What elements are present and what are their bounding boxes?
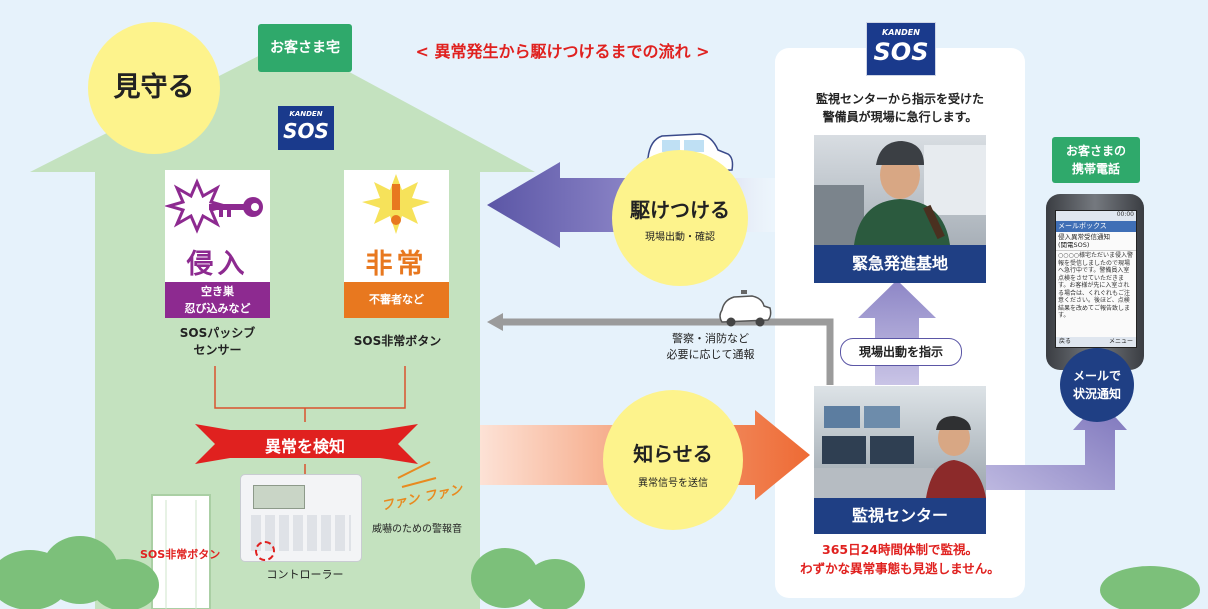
- police-note-line2: 必要に応じて通報: [666, 348, 755, 361]
- controller-device: [240, 474, 362, 562]
- controller-label: コントローラー: [266, 568, 344, 581]
- controller-button-label: SOS非常ボタン: [140, 548, 221, 561]
- center-label: 監視センター: [814, 498, 986, 534]
- notify-label: 知らせる: [633, 442, 713, 466]
- monitor-text-line1: 365日24時間体制で監視。: [822, 542, 978, 557]
- phone-arrow: [985, 400, 1127, 490]
- phone-tag-line1: お客さまの: [1065, 144, 1126, 158]
- emergency-title: 非常: [365, 249, 428, 280]
- monitor-illustration: [814, 406, 986, 498]
- phone-softkey-right[interactable]: メニュー: [1108, 338, 1133, 345]
- key-burst-icon: [165, 178, 263, 234]
- rush-label: 駆けつける: [630, 198, 730, 222]
- phone-mail-subject-line2: (関電SOS): [1058, 241, 1090, 249]
- notify-circle: 知らせる 異常信号を送信: [603, 390, 743, 530]
- sos-panel-logo-big: SOS: [873, 38, 929, 66]
- customer-home-tag: お客さま宅: [258, 24, 352, 72]
- watch-label: 見守る: [113, 72, 195, 103]
- guard-text: 監視センターから指示を受けた 警備員が現場に急行します。: [778, 90, 1022, 126]
- passive-sensor-line2: センサー: [193, 343, 242, 357]
- phone-tag: お客さまの 携帯電話: [1052, 137, 1140, 183]
- monitor-text-line2: わずかな異常事態も見逃しません。: [800, 561, 1000, 576]
- mail-notify-line2: 状況通知: [1072, 387, 1121, 401]
- kanden-sos-logo: KANDEN SOS: [278, 106, 334, 150]
- dispatch-label: 現場出動を指示: [840, 338, 962, 366]
- intrusion-title: 侵入: [186, 249, 249, 280]
- rush-sub: 現場出動・確認: [645, 232, 715, 243]
- notify-sub: 異常信号を送信: [638, 478, 708, 489]
- monitor-text: 365日24時間体制で監視。 わずかな異常事態も見逃しません。: [778, 540, 1022, 578]
- intrusion-card: 侵入 空き巣 忍び込みなど: [165, 170, 270, 318]
- phone-status-bar: 00:00: [1056, 211, 1136, 221]
- phone-screen: 00:00 メールボックス 侵入異常受信通知 (関電SOS) ○○○○様宅ただい…: [1055, 210, 1137, 348]
- watch-circle: 見守る: [88, 22, 220, 154]
- passive-sensor-line1: SOSパッシブ: [179, 326, 256, 340]
- detect-label: 異常を検知: [264, 437, 345, 456]
- emergency-subtitle: 不審者など: [369, 293, 424, 306]
- intrusion-subtitle-band: 空き巣 忍び込みなど: [165, 282, 270, 318]
- phone-mailbox-header: メールボックス: [1056, 221, 1136, 232]
- controller-screen: [253, 485, 305, 509]
- police-car-icon: [719, 290, 772, 327]
- base-label: 緊急発進基地: [814, 245, 986, 283]
- phone-mail-subject: 侵入異常受信通知 (関電SOS): [1056, 232, 1136, 250]
- phone-softkeys: 戻る メニュー: [1056, 337, 1136, 347]
- phone-time: 00:00: [1116, 211, 1134, 218]
- guard-text-line1: 監視センターから指示を受けた: [815, 92, 984, 106]
- detect-burst: [195, 424, 418, 464]
- alarm-caption: 威嚇のための警報音: [372, 524, 462, 535]
- mail-notify-circle: メールで 状況通知: [1060, 348, 1134, 422]
- phone-mail-body: ○○○○様宅ただいま侵入警報を受信しましたので現場へ急行中です。警備員入室点検を…: [1056, 250, 1136, 341]
- logo-small-text: KANDEN: [289, 110, 323, 118]
- mail-notify-line1: メールで: [1072, 369, 1121, 383]
- guard-illustration: [814, 141, 986, 245]
- phone-softkey-left[interactable]: 戻る: [1059, 338, 1072, 345]
- monitor-center-photo: [814, 386, 986, 498]
- logo-big-text: SOS: [283, 119, 329, 143]
- sos-panel-logo-small: KANDEN: [882, 28, 920, 37]
- phone-tag-line2: 携帯電話: [1071, 162, 1120, 176]
- alert-burst-icon: [362, 174, 430, 234]
- rush-circle: 駆けつける 現場出動・確認: [612, 150, 748, 286]
- intrusion-subtitle-line2: 忍び込みなど: [184, 302, 251, 315]
- sos-panel-logo: KANDEN SOS: [866, 22, 936, 76]
- emergency-button-label: SOS非常ボタン: [353, 334, 442, 348]
- guard-photo: [814, 135, 986, 245]
- emergency-subtitle-band: 不審者など: [344, 282, 449, 318]
- phone-mail-subject-line1: 侵入異常受信通知: [1058, 233, 1110, 241]
- intrusion-subtitle-line1: 空き巣: [201, 285, 234, 298]
- guard-text-line2: 警備員が現場に急行します。: [822, 110, 978, 124]
- diagram-title: < 異常発生から駆けつけるまでの流れ >: [415, 42, 710, 61]
- passive-sensor-label: SOSパッシブ センサー: [150, 325, 285, 359]
- mobile-phone: 00:00 メールボックス 侵入異常受信通知 (関電SOS) ○○○○様宅ただい…: [1046, 194, 1144, 370]
- controller-sos-button[interactable]: [255, 541, 275, 561]
- police-note-line1: 警察・消防など: [672, 332, 749, 345]
- emergency-card: 非常 不審者など: [344, 170, 449, 318]
- police-note: 警察・消防など 必要に応じて通報: [648, 331, 773, 363]
